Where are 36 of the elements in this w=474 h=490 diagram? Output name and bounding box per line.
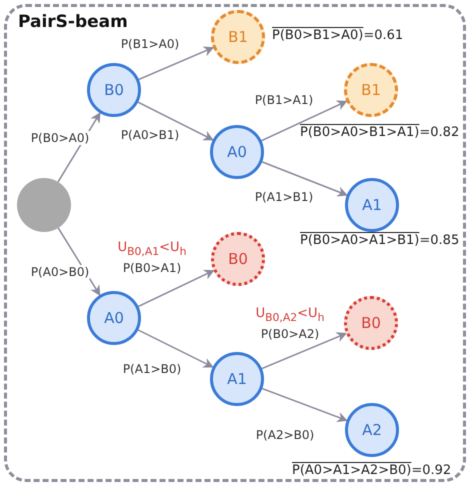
probability-label: P(B0>A0>B1>A1)=0.82 xyxy=(300,125,460,140)
arrow xyxy=(261,100,348,142)
tree-node-circle: A1 xyxy=(210,352,264,406)
arrow xyxy=(138,329,214,368)
tree-node-circle: B1 xyxy=(344,63,398,117)
edge-label: P(A1>B1) xyxy=(254,190,314,204)
edge-label: P(B0>A2) xyxy=(260,327,320,341)
root-circle xyxy=(17,178,71,232)
arrow xyxy=(262,332,348,370)
edge-label: P(B0>A1) xyxy=(122,261,182,275)
arrow xyxy=(262,388,348,422)
edge-label: P(A1>B0) xyxy=(122,362,182,376)
arrow xyxy=(138,46,214,80)
tree-node-circle: B1 xyxy=(211,10,265,64)
edge-label: P(A2>B0) xyxy=(254,428,316,442)
condition-label: U$_{B0,A2}$<U$_{h}$ xyxy=(256,306,324,324)
tree-node-circle: A2 xyxy=(345,403,399,457)
edge-label: P(B1>A0) xyxy=(120,37,180,51)
tree-node-circle: A0 xyxy=(87,291,141,345)
edge-label: P(B0>A0) xyxy=(30,131,90,145)
edge-label: P(A0>B1) xyxy=(120,128,180,142)
arrow xyxy=(262,161,348,197)
probability-label: P(A0>A1>A2>B0)=0.92 xyxy=(292,463,452,478)
arrow xyxy=(138,101,214,141)
tree-node-circle: A0 xyxy=(210,125,264,179)
edge-label: P(A0>B0) xyxy=(30,265,90,279)
probability-label: P(B0>A0>A1>B1)=0.85 xyxy=(300,233,460,248)
tree-node-circle: A1 xyxy=(345,178,399,232)
probability-label: P(B0>B1>A0)=0.61 xyxy=(272,28,404,43)
tree-node-circle: B0 xyxy=(344,296,398,350)
tree-node-circle: B0 xyxy=(211,232,265,286)
arrow xyxy=(138,270,215,308)
edge-label: P(B1>A1) xyxy=(254,93,314,107)
title: PairS-beam xyxy=(18,12,128,32)
tree-node-circle: B0 xyxy=(87,63,141,117)
condition-label: U$_{B0,A1}$<U$_{h}$ xyxy=(118,240,186,258)
